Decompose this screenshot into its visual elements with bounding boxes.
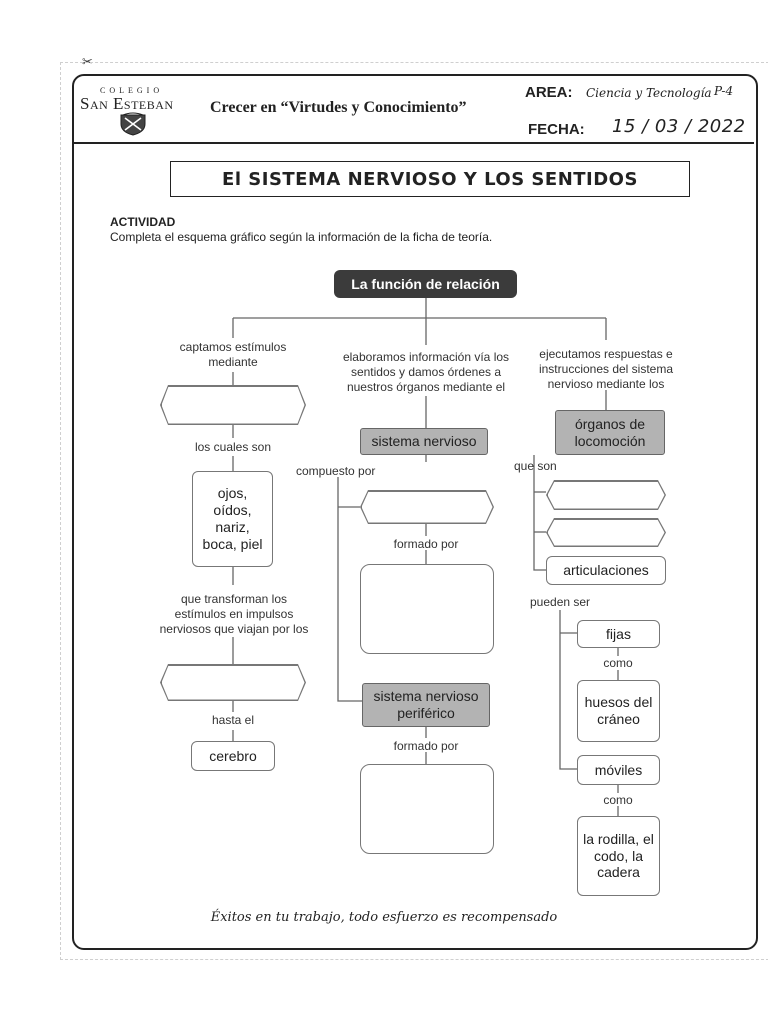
mobile-examples-box: la rodilla, el codo, la cadera: [577, 816, 660, 896]
worksheet-frame: [72, 74, 758, 950]
blank-input-central-parts[interactable]: [360, 564, 494, 654]
blank-input-bones[interactable]: [546, 480, 666, 510]
blank-input-nerves[interactable]: [160, 664, 306, 701]
left-intro-label: captamos estímulos mediante: [179, 340, 287, 369]
school-name: San Esteban: [80, 94, 174, 113]
cut-line: [60, 62, 768, 960]
middle-intro-label: elaboramos información vía los sentidos …: [342, 350, 510, 394]
activity-instruction: Completa el esquema gráfico según la inf…: [110, 230, 493, 244]
blank-input-central-system[interactable]: [360, 490, 494, 524]
senses-box: ojos, oídos, nariz, boca, piel: [192, 471, 273, 567]
middle-connector-formed-2: formado por: [393, 739, 459, 753]
page-title: El SISTEMA NERVIOSO Y LOS SENTIDOS: [170, 161, 690, 197]
skull-bones-box: huesos del cráneo: [577, 680, 660, 742]
left-connector-are: los cuales son: [194, 440, 272, 454]
middle-connector-formed-1: formado por: [393, 537, 459, 551]
footer-motto: Éxitos en tu trabajo, todo esfuerzo es r…: [210, 910, 558, 925]
scissors-icon: ✂: [82, 54, 93, 69]
area-code: P-4: [714, 84, 734, 98]
right-connector-like-1: como: [603, 656, 633, 670]
area-value: Ciencia y Tecnología: [586, 86, 712, 100]
peripheral-system-node: sistema nervioso periférico: [362, 683, 490, 727]
right-intro-label: ejecutamos respuestas e instrucciones de…: [538, 347, 674, 391]
left-connector-transform: que transforman los estímulos en impulso…: [159, 592, 309, 636]
header-divider: [74, 142, 754, 144]
fixed-joints-box: fijas: [577, 620, 660, 648]
date-value: 15 / 03 / 2022: [612, 116, 746, 137]
left-connector-until: hasta el: [211, 713, 255, 727]
blank-input-peripheral-parts[interactable]: [360, 764, 494, 854]
brain-box: cerebro: [191, 741, 275, 771]
joints-box: articulaciones: [546, 556, 666, 585]
right-connector-like-2: como: [603, 793, 633, 807]
activity-heading: ACTIVIDAD: [110, 215, 176, 229]
nervous-system-node: sistema nervioso: [360, 428, 488, 455]
right-connector-can-be: pueden ser: [530, 595, 591, 609]
blank-input-muscles[interactable]: [546, 518, 666, 547]
right-connector-are: que son: [514, 459, 557, 473]
school-motto: Crecer en “Virtudes y Conocimiento”: [210, 99, 467, 116]
school-crest-icon: [120, 112, 146, 136]
area-label: AREA:: [525, 84, 573, 101]
date-label: FECHA:: [528, 121, 585, 138]
locomotion-organs-node: órganos de locomoción: [555, 410, 665, 455]
blank-input-senses-organs[interactable]: [160, 385, 306, 425]
school-label: COLEGIO: [100, 86, 164, 95]
middle-connector-composed: compuesto por: [296, 464, 376, 478]
mobile-joints-box: móviles: [577, 755, 660, 785]
root-node: La función de relación: [334, 270, 517, 298]
